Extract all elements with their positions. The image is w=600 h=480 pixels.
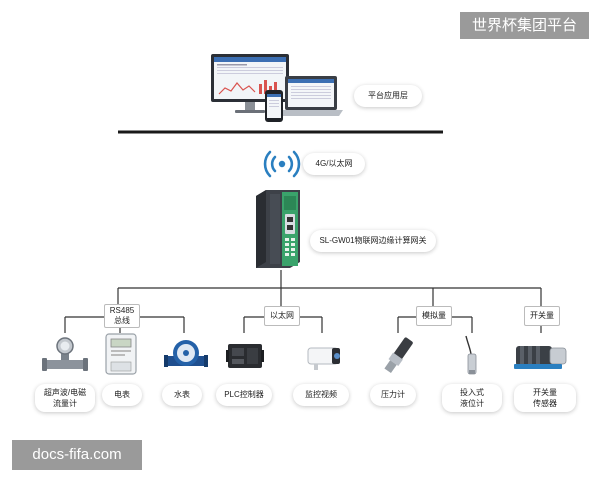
device-label-line2: 流量计: [53, 399, 77, 408]
watermark-bottom: docs-fifa.com: [12, 440, 142, 470]
device-label-line1: 投入式: [460, 388, 484, 397]
device-label-line2: 传感器: [533, 399, 557, 408]
platform-layer-label: 平台应用层: [354, 85, 422, 107]
camera-icon: [307, 347, 340, 370]
device-label-line1: 超声波/电磁: [43, 388, 87, 397]
device-label-pressure: 压力计: [370, 384, 416, 406]
gateway-label: SL-GW01物联网边缘计算网关: [310, 230, 436, 252]
device-label-line2: 液位计: [460, 399, 484, 408]
level-sensor-icon: [465, 335, 477, 375]
device-label-line1: 开关量: [533, 388, 557, 397]
watermark-top: 世界杯集团平台: [460, 12, 589, 39]
water-meter-icon: [164, 340, 208, 367]
network-label: 4G/以太网: [303, 153, 365, 175]
device-label-electric-meter: 电表: [102, 384, 142, 406]
device-label-water-meter: 水表: [162, 384, 202, 406]
switch-bus-label: 开关量: [524, 306, 560, 326]
device-label-level: 投入式 液位计: [442, 384, 502, 412]
rs485-bus-label-line2: 总线: [114, 316, 130, 325]
plc-controller-icon: [226, 344, 264, 368]
analog-bus-label: 模拟量: [416, 306, 452, 326]
rs485-bus-label-line1: RS485: [109, 306, 135, 315]
device-label-camera: 监控视频: [293, 384, 349, 406]
device-label-switch-sensor: 开关量 传感器: [514, 384, 576, 412]
wireless-signal-icon: [263, 150, 301, 178]
switch-sensor-icon: [514, 346, 567, 369]
device-label-plc: PLC控制器: [216, 384, 272, 406]
pressure-gauge-icon: [384, 337, 413, 374]
platform-devices-icon: [211, 54, 343, 122]
device-label-flowmeter: 超声波/电磁 流量计: [35, 384, 95, 412]
ethernet-bus-label: 以太网: [264, 306, 300, 326]
electric-meter-icon: [105, 333, 137, 375]
flowmeter-icon: [42, 337, 88, 371]
rs485-bus-label: RS485 总线: [104, 304, 140, 328]
gateway-device-icon: [256, 190, 300, 268]
